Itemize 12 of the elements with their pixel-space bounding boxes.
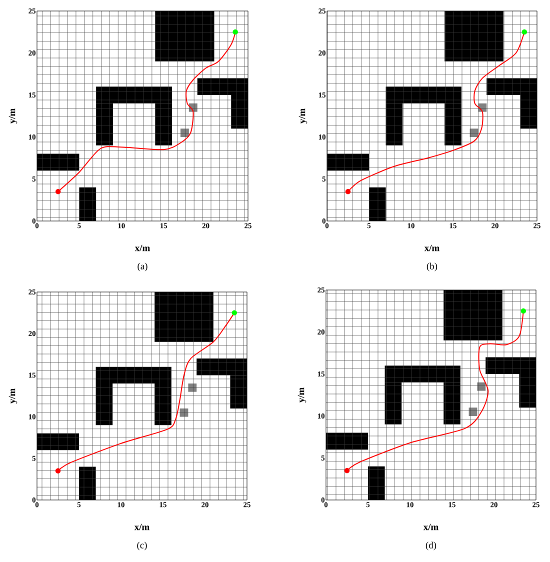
panel-label: (b) [426,262,438,272]
axis-label: y/m [298,108,308,124]
axis-label: y/m [298,388,306,403]
axis-label: x/m [423,524,438,530]
panel-label: (a) [138,262,148,272]
axis-label: y/m [8,108,18,124]
axis-label: x/m [134,524,150,530]
panel-label: (c) [137,542,147,550]
axis-label: y/m [8,388,18,404]
panel-label: (d) [426,542,436,550]
axis-label: x/m [424,244,440,252]
axis-label: x/m [134,244,150,252]
